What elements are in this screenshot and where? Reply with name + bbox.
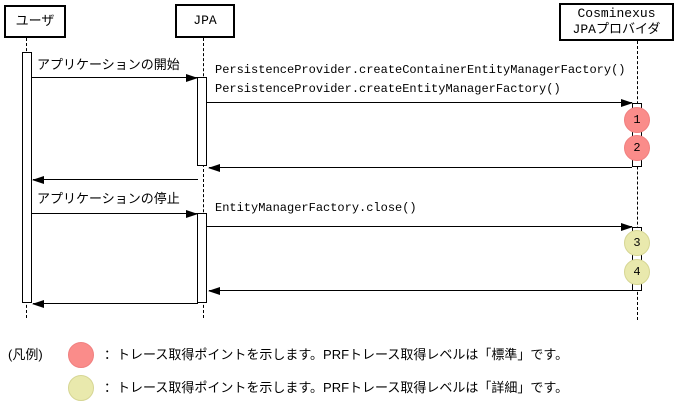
trace-point-4: 4	[624, 259, 650, 285]
arrow-app-start	[32, 74, 198, 82]
actor-box-provider: Cosminexus JPAプロバイダ	[559, 3, 674, 41]
trace-point-2-number: 2	[633, 141, 641, 155]
legend-detail-circle	[68, 375, 94, 401]
activation-jpa-1	[197, 77, 207, 166]
lifeline-provider	[637, 41, 638, 320]
actor-label-user: ユーザ	[15, 13, 55, 29]
trace-point-3-number: 3	[633, 236, 641, 250]
message-label-factory-close: EntityManagerFactory.close()	[215, 201, 417, 215]
message-label-app-start: アプリケーションの開始	[37, 57, 180, 72]
trace-point-1-number: 1	[633, 113, 641, 127]
arrow-app-stop	[32, 210, 198, 218]
arrow-return-stop	[32, 300, 198, 308]
actor-label-jpa: JPA	[193, 13, 217, 28]
actor-box-jpa: JPA	[175, 4, 235, 38]
trace-point-4-number: 4	[633, 265, 641, 279]
legend-standard-text: ：トレース取得ポイントを示します。PRFトレース取得レベルは「標準」です。	[104, 347, 569, 362]
actor-label-provider-line1: Cosminexus	[577, 6, 656, 21]
trace-point-3: 3	[624, 230, 650, 256]
legend-title: (凡例)	[8, 347, 43, 362]
trace-point-1: 1	[624, 107, 650, 133]
arrow-return-start	[32, 176, 198, 184]
message-label-create-container-factory: PersistenceProvider.createContainerEntit…	[215, 63, 626, 77]
arrow-return-create	[208, 164, 632, 172]
actor-box-user: ユーザ	[4, 5, 66, 38]
message-label-create-factory: PersistenceProvider.createEntityManagerF…	[215, 82, 561, 96]
activation-user	[22, 52, 32, 303]
message-label-app-stop: アプリケーションの停止	[37, 191, 180, 206]
lifeline-jpa	[203, 38, 204, 318]
legend-detail-text: ：トレース取得ポイントを示します。PRFトレース取得レベルは「詳細」です。	[104, 380, 569, 395]
actor-label-provider-line2: JPAプロバイダ	[572, 22, 661, 37]
activation-jpa-2	[197, 213, 207, 303]
arrow-create-factory	[207, 99, 633, 107]
legend-standard-circle	[68, 342, 94, 368]
arrow-factory-close	[207, 223, 633, 231]
trace-point-2: 2	[624, 135, 650, 161]
arrow-return-close	[208, 287, 632, 295]
